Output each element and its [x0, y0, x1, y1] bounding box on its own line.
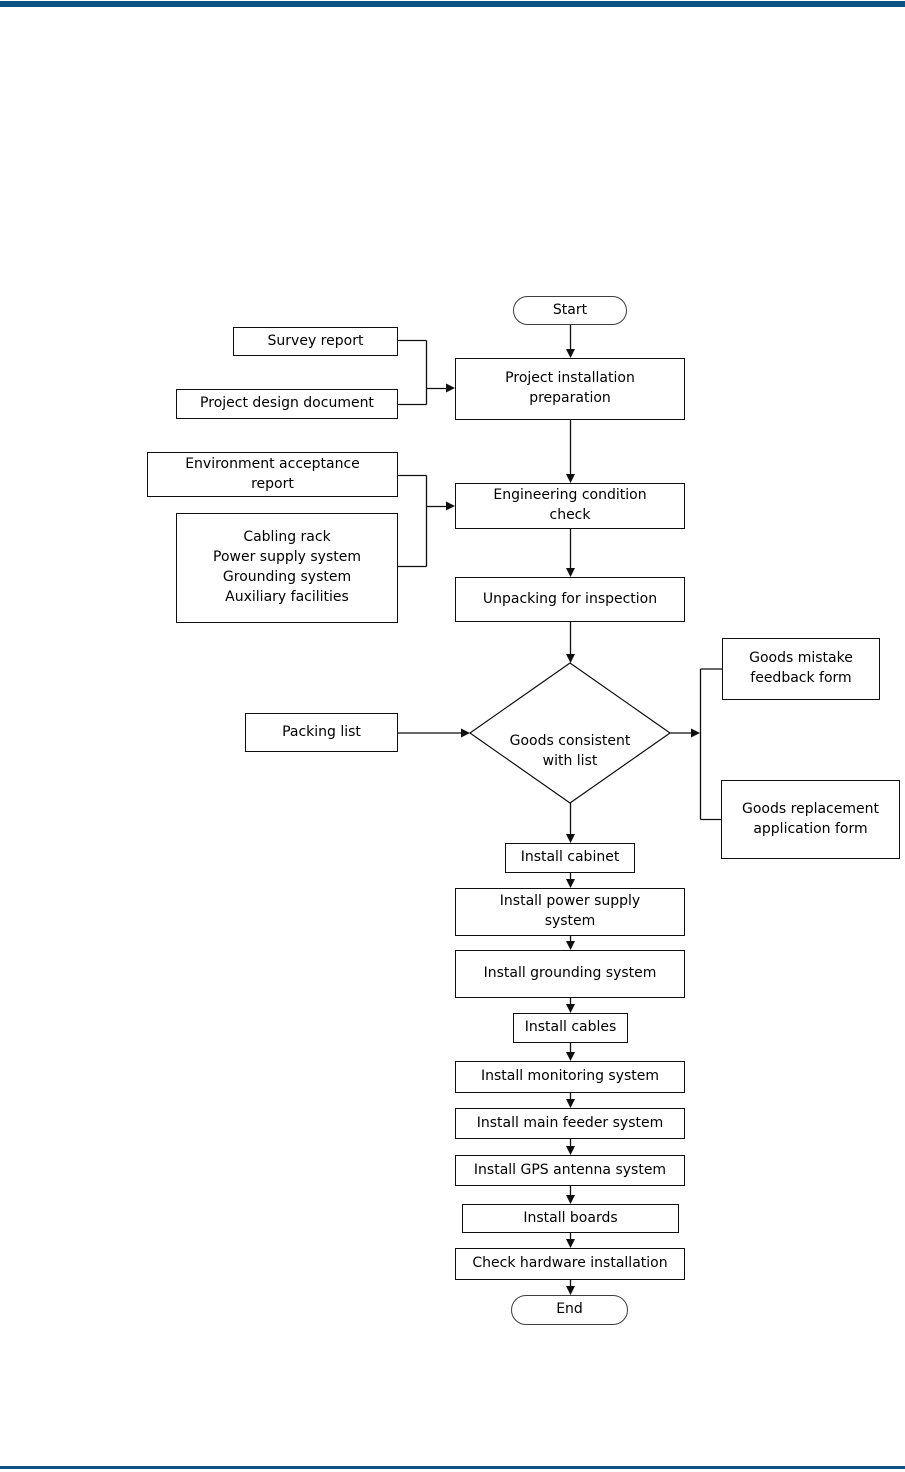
node-install-grounding-system: Install grounding system — [455, 950, 685, 998]
node-unpacking-for-inspection-label: Unpacking for inspection — [482, 590, 658, 607]
node-site-facilities: Cabling rack Power supply system Groundi… — [176, 513, 398, 623]
node-install-power-supply-system-label: Install power supply system — [499, 893, 641, 929]
node-install-cabinet-label: Install cabinet — [520, 849, 620, 866]
node-install-cables: Install cables — [513, 1013, 628, 1043]
node-survey-report: Survey report — [233, 327, 398, 356]
node-start-label: Start — [552, 301, 588, 318]
node-goods-mistake-feedback-form-label: Goods mistake feedback form — [749, 650, 853, 686]
right-arrowheads — [446, 383, 700, 738]
node-project-installation-preparation: Project installation preparation — [455, 358, 685, 420]
node-install-power-supply-system: Install power supply system — [455, 888, 685, 936]
node-survey-report-label: Survey report — [267, 332, 364, 349]
node-goods-replacement-application-form-label: Goods replacement application form — [742, 800, 879, 837]
node-end: End — [511, 1295, 628, 1325]
node-install-boards: Install boards — [462, 1204, 679, 1233]
node-install-boards-label: Install boards — [523, 1209, 618, 1226]
node-check-hardware-installation-label: Check hardware installation — [472, 1255, 668, 1272]
decision-diamond-shape — [468, 662, 672, 804]
node-goods-mistake-feedback-form: Goods mistake feedback form — [722, 638, 880, 700]
node-end-label: End — [556, 1301, 583, 1318]
node-project-design-document: Project design document — [176, 389, 398, 419]
node-check-hardware-installation: Check hardware installation — [455, 1248, 685, 1280]
node-environment-acceptance-report-label: Environment acceptance report — [185, 455, 360, 492]
down-arrowheads — [566, 349, 575, 1295]
node-install-monitoring-system: Install monitoring system — [455, 1061, 685, 1093]
node-packing-list: Packing list — [245, 713, 398, 752]
node-install-main-feeder-system: Install main feeder system — [455, 1108, 685, 1139]
node-project-installation-preparation-label: Project installation preparation — [505, 370, 635, 406]
node-engineering-condition-check-label: Engineering condition check — [493, 487, 647, 523]
page-header-rule — [0, 1, 905, 7]
node-goods-replacement-application-form: Goods replacement application form — [721, 780, 900, 859]
node-goods-consistent-with-list-label: Goods consistent with list — [509, 732, 631, 769]
node-install-cables-label: Install cables — [524, 1019, 617, 1036]
node-environment-acceptance-report: Environment acceptance report — [147, 452, 398, 497]
node-packing-list-label: Packing list — [282, 723, 361, 740]
node-install-cabinet: Install cabinet — [505, 843, 635, 873]
node-start: Start — [513, 296, 627, 325]
input-doc-connectors — [398, 339, 462, 734]
node-goods-consistent-with-list: Goods consistent with list — [470, 712, 670, 772]
node-install-grounding-system-label: Install grounding system — [483, 965, 657, 982]
node-install-gps-antenna-system: Install GPS antenna system — [455, 1155, 685, 1186]
node-install-monitoring-system-label: Install monitoring system — [480, 1068, 660, 1085]
node-engineering-condition-check: Engineering condition check — [455, 483, 685, 529]
node-site-facilities-label: Cabling rack Power supply system Groundi… — [213, 529, 361, 605]
node-project-design-document-label: Project design document — [200, 395, 374, 412]
page-footer-rule — [0, 1466, 905, 1469]
node-install-gps-antenna-system-label: Install GPS antenna system — [473, 1161, 667, 1178]
output-doc-connectors — [670, 668, 722, 821]
node-install-main-feeder-system-label: Install main feeder system — [476, 1114, 664, 1131]
node-unpacking-for-inspection: Unpacking for inspection — [455, 577, 685, 622]
